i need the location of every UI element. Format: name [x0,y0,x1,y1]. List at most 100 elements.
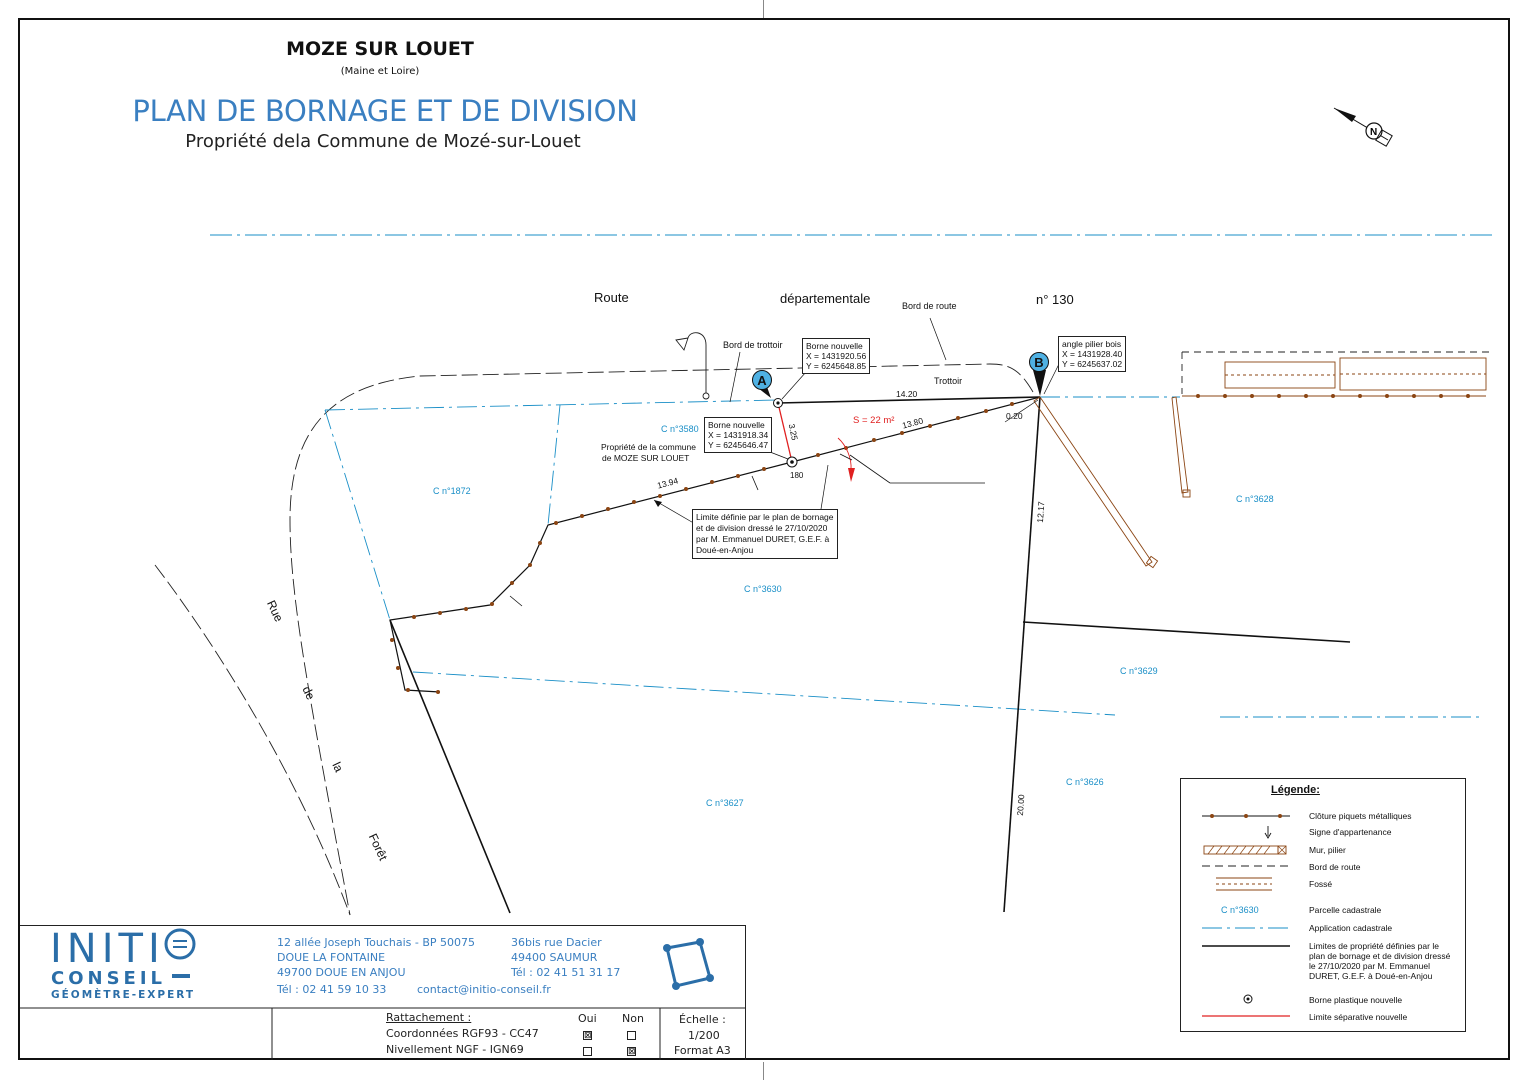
parcel-3630: C n°3630 [744,584,782,594]
parcel-3626: C n°3626 [1066,777,1104,787]
office1-line2: DOUE LA FONTAINE [277,951,386,964]
box-line: Borne nouvelle [806,341,863,351]
marker-b: B [1029,352,1049,372]
box-line: et de division dressé le 27/10/2020 [696,523,828,533]
parcel-3627: C n°3627 [706,798,744,808]
new-limit-line [777,402,793,463]
north-arrow-icon: N [1333,107,1393,147]
parcel-1872: C n°1872 [433,486,471,496]
cadastre-lines [324,396,1480,718]
borne-a-low-box: Borne nouvelle X = 1431918.34 Y = 624564… [704,417,773,453]
initio-logo-mark [164,928,196,978]
box-line: Y = 6245637.02 [1062,359,1123,369]
svg-text:N: N [1370,127,1377,138]
box-line: angle pilier bois [1062,339,1122,349]
dimension-180: 180 [790,471,804,480]
legend-symbols [1202,814,1290,1017]
office1-line1: 12 allée Joseph Touchais - BP 50075 [277,936,476,949]
wall-hatch [1033,396,1191,569]
leader-lines [653,317,1063,529]
email-link[interactable]: contact@initio-conseil.fr [417,983,551,996]
borne-b-box: angle pilier bois X = 1431928.40 Y = 624… [1058,336,1127,372]
legend-title: Légende: [1271,784,1320,796]
fence-right [1182,394,1486,398]
dimension-14-20: 14.20 [896,389,918,399]
legend-item-road-edge: Bord de route [1309,862,1361,872]
fold-mark [763,0,764,18]
box-line: Y = 6245648.85 [806,361,867,371]
scale-label: Échelle : [679,1013,726,1026]
legend-item-wall: Mur, pilier [1309,845,1346,855]
road-word-route: Route [594,290,629,305]
dimension-20-00: 20.00 [1014,794,1027,816]
logo-initio-text: INITI [50,926,165,972]
rattachement-non-header: Non [622,1012,644,1025]
street-edge-outer [154,564,351,916]
ownership-marks [509,453,853,607]
bord-route-label: Bord de route [902,301,957,311]
office2-phone: Tél : 02 41 51 31 17 [511,966,621,979]
box-line: X = 1431920.56 [806,351,867,361]
office2-line1: 36bis rue Dacier [511,936,602,949]
coords-oui-checkbox[interactable]: ⊠ [583,1030,592,1040]
office1-line3: 49700 DOUE EN ANJOU [277,966,406,979]
parcel-3629: C n°3629 [1120,666,1158,676]
coords-non-checkbox[interactable] [627,1031,636,1040]
initio-square-logo-icon [663,938,714,990]
marker-b-pin [1033,370,1046,396]
owner-label-line1: Propriété de la commune [601,442,696,452]
legend-item-limits: Limites de propriété définies par le pla… [1309,941,1451,981]
legend-item-borne: Borne plastique nouvelle [1309,995,1403,1005]
box-line: Y = 6245646.47 [708,440,769,450]
trottoir-label: Trottoir [934,376,963,386]
borne-a-top-icon [773,398,783,408]
rattachement-heading: Rattachement : [386,1011,472,1024]
box-line: X = 1431928.40 [1062,349,1123,359]
plan-subtitle: Propriété dela Commune de Mozé-sur-Louet [185,131,581,152]
box-line: Borne nouvelle [708,420,765,430]
logo-conseil-text: CONSEIL [51,968,167,989]
bord-trottoir-label: Bord de trottoir [723,340,783,350]
dimension-0-20: 0.20 [1006,411,1023,421]
sheet-frame [18,18,1510,1060]
rattachement-oui-header: Oui [578,1012,597,1025]
legend-item-ditch: Fossé [1309,879,1333,889]
cartouche-grid [20,1007,746,1060]
legend-item-new-limit: Limite séparative nouvelle [1309,1012,1408,1022]
legend-item-cadastre: Application cadastrale [1309,923,1393,933]
marker-a: A [752,370,772,390]
box-line: Doué-en-Anjou [696,545,754,555]
street-edge-inner [170,545,365,915]
owner-label-line2: de MOZE SUR LOUET [602,453,690,463]
surface-arrow [837,437,852,471]
nivellement-non-checkbox[interactable]: ⊠ [627,1046,636,1056]
parcel-3628: C n°3628 [1236,494,1274,504]
town-title: MOZE SUR LOUET [286,38,474,60]
legend-parcel-sample: C n°3630 [1221,905,1259,915]
nivellement-oui-checkbox[interactable] [583,1047,592,1056]
box-line: Limite définie par le plan de bornage [696,512,834,522]
box-line: par M. Emmanuel DURET, G.E.F. à [696,534,830,544]
legend-panel: Légende: Clôture piquets métalliques Sig… [1180,778,1466,1032]
surface-label: S = 22 m² [853,415,895,426]
legend-item-parcel: Parcelle cadastrale [1309,905,1382,915]
limite-box: Limite définie par le plan de bornage et… [692,509,838,559]
office1-phone: Tél : 02 41 59 10 33 [277,983,387,996]
streetlight-icon [675,332,710,400]
box-line: X = 1431918.34 [708,430,769,440]
fold-mark-bottom [763,1062,764,1080]
department-label: (Maine et Loire) [340,66,420,77]
trottoir-line [420,388,1033,392]
road-word-number: n° 130 [1036,292,1074,307]
parcel-3580: C n°3580 [661,424,699,434]
rattachement-row-nivellement: Nivellement NGF - IGN69 [386,1043,524,1056]
sidewalk-edge [289,363,1034,916]
road-word-departementale: départementale [780,291,871,306]
scale-value: 1/200 [688,1029,720,1042]
logo-geometre-text: GÉOMÈTRE-EXPERT [51,989,196,1001]
plan-title: PLAN DE BORNAGE ET DE DIVISION [132,94,638,128]
ditch-pattern [1224,357,1487,391]
rattachement-row-coords: Coordonnées RGF93 - CC47 [386,1027,539,1040]
fence-line [389,396,1041,694]
